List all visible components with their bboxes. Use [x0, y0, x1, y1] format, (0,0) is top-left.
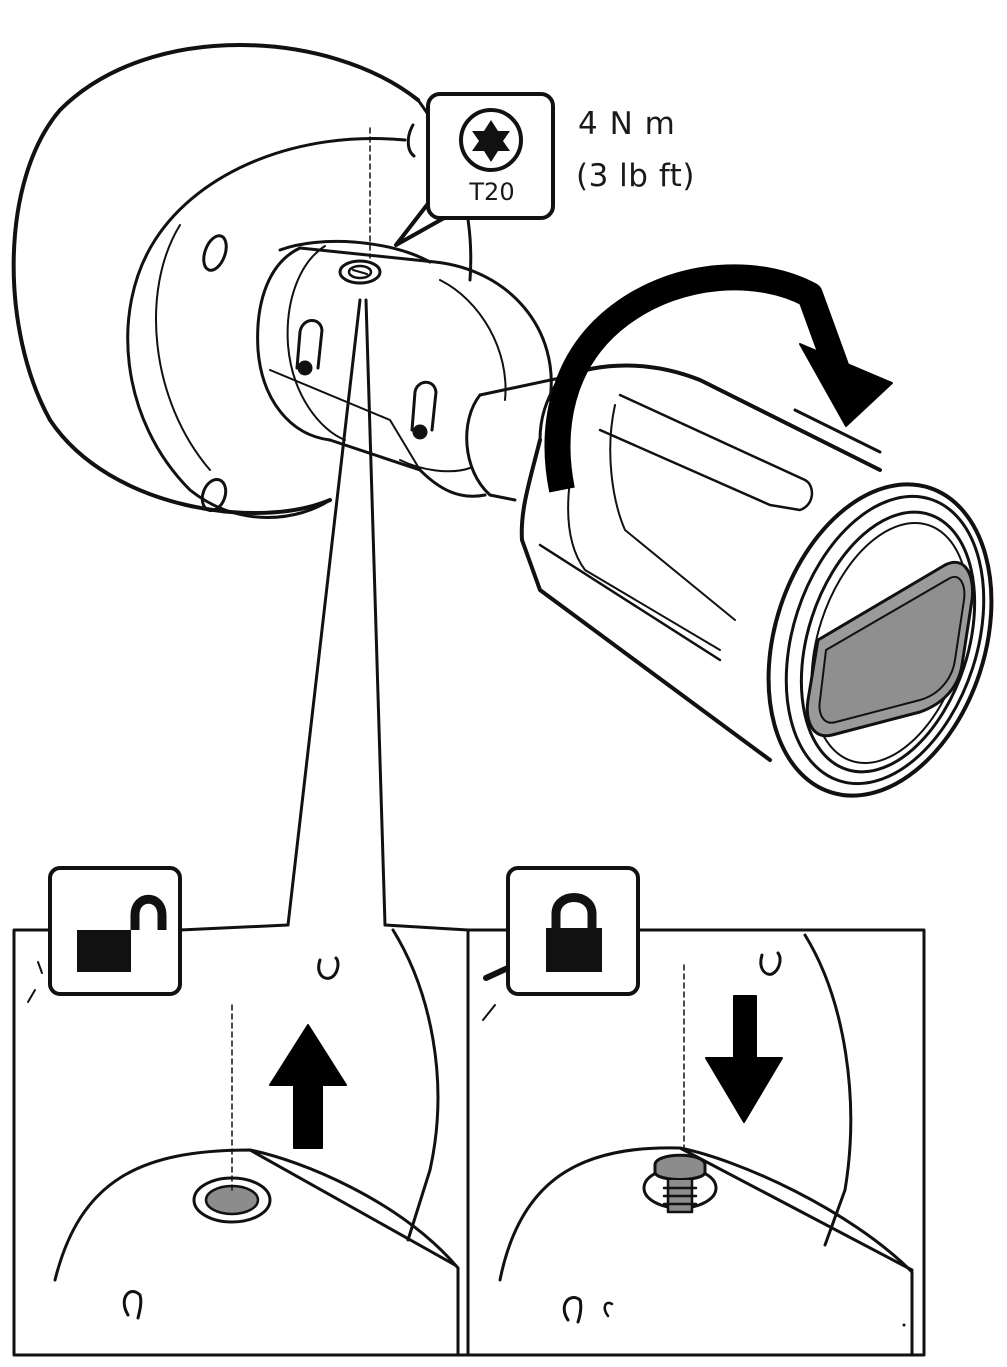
camera-arm: [256, 239, 553, 498]
detail-panel-frame: [12, 923, 926, 1357]
torx-bit-icon: [459, 108, 523, 172]
padlock-closed-icon: [546, 893, 602, 972]
lock-detail-panel: [482, 866, 914, 1357]
unlock-arrow-up: [269, 1024, 347, 1149]
zoom-funnel: [286, 298, 387, 927]
mount-base: [11, 43, 473, 519]
torque-metric-label: 4 N m: [578, 106, 676, 142]
padlock-open-icon: [77, 894, 167, 972]
tool-bit-label: T20: [469, 178, 515, 206]
rotation-arrow: [544, 264, 893, 493]
unlock-detail-panel: [27, 866, 460, 1357]
torque-imperial-label: (3 lb ft): [576, 158, 695, 194]
lock-arrow-down: [705, 995, 783, 1123]
tool-callout: [369, 92, 555, 259]
camera-housing: [465, 363, 994, 798]
